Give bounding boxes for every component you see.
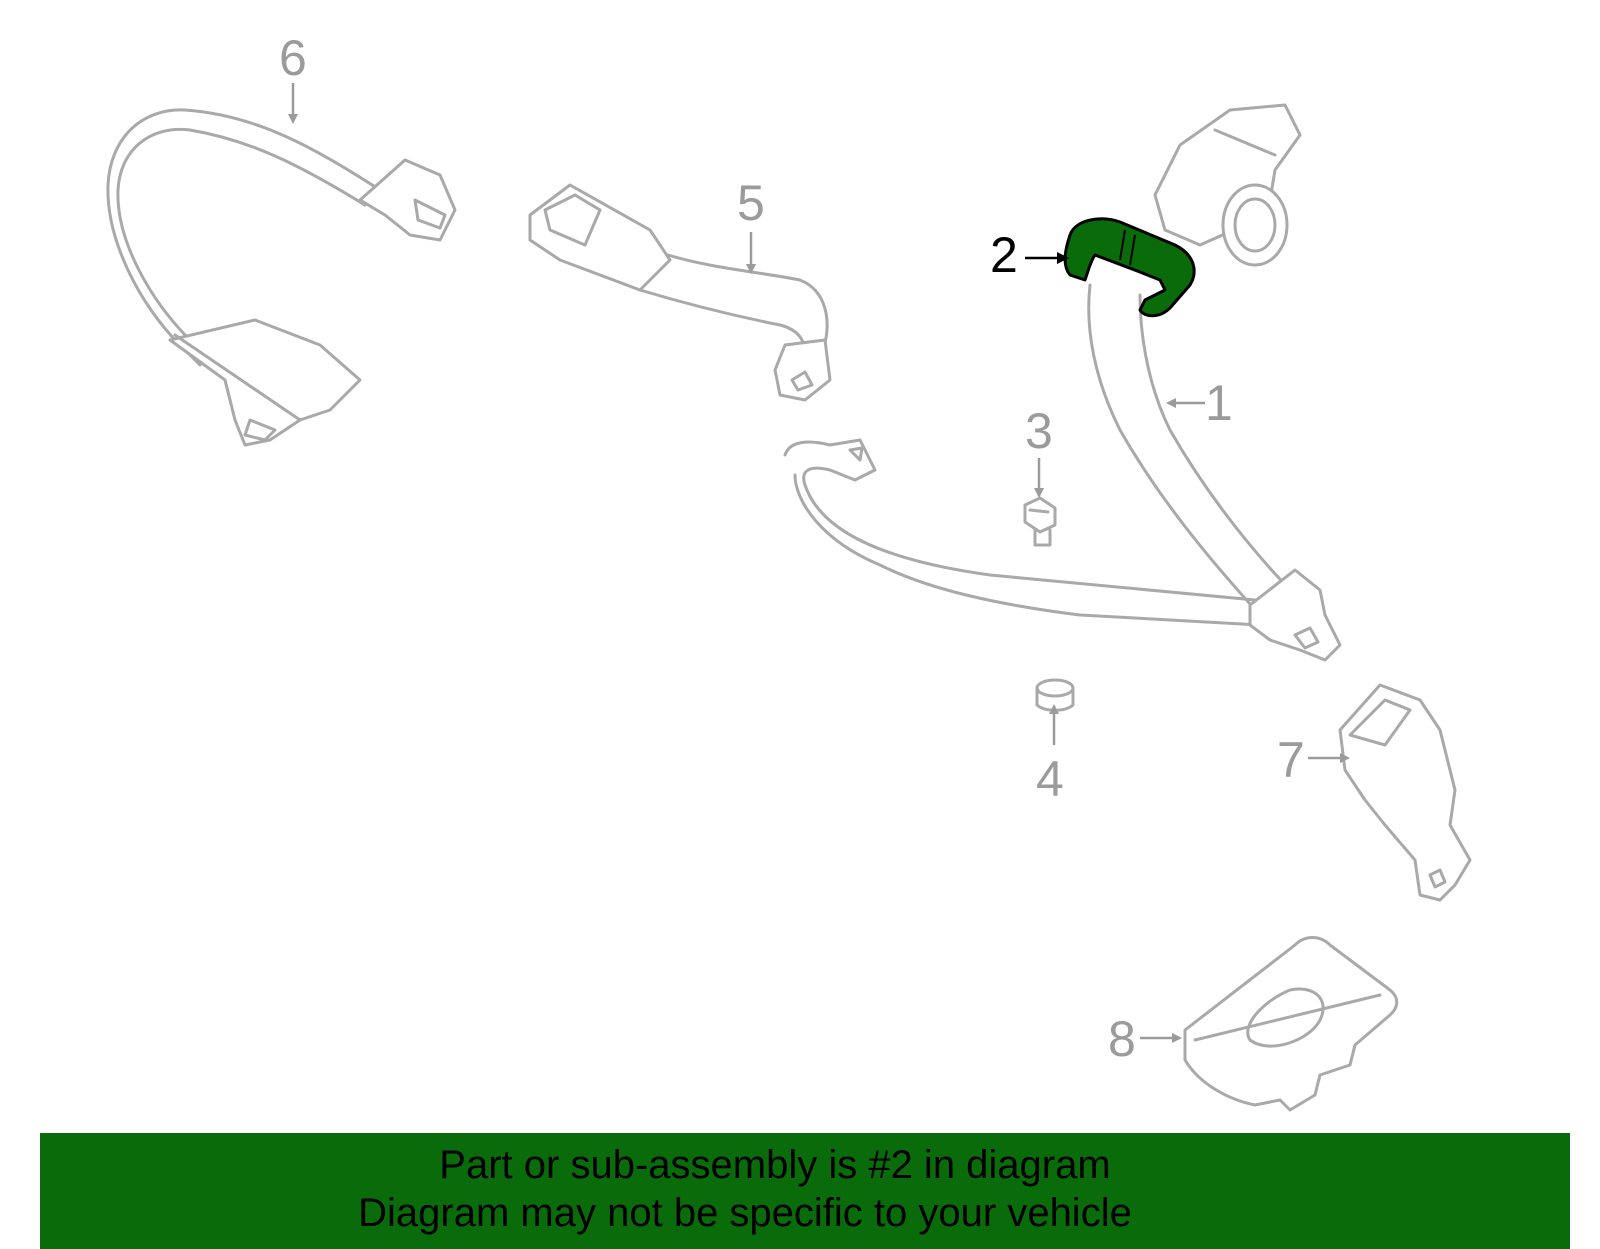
callout-7: 7 <box>1277 732 1350 788</box>
callout-3: 3 <box>1025 403 1053 498</box>
parts-diagram: 1 2 3 4 5 6 7 8 <box>106 30 1472 1112</box>
part-1-belt-retractor <box>783 103 1342 662</box>
banner-line-2: Diagram may not be specific to your vehi… <box>358 1191 1132 1235</box>
svg-text:3: 3 <box>1025 403 1053 459</box>
part-4-nut <box>1035 678 1075 712</box>
info-banner: Part or sub-assembly is #2 in diagram Di… <box>40 1133 1570 1249</box>
svg-text:1: 1 <box>1205 375 1233 431</box>
svg-text:2: 2 <box>990 227 1018 283</box>
callout-5: 5 <box>737 175 765 274</box>
part-7-buckle-receiver <box>1338 683 1472 902</box>
part-8-cover <box>1183 936 1399 1112</box>
part-6-belt-assembly <box>106 108 457 447</box>
svg-text:5: 5 <box>737 175 765 231</box>
callout-8: 8 <box>1108 1011 1182 1067</box>
part-3-bolt <box>1023 496 1057 547</box>
svg-text:8: 8 <box>1108 1011 1136 1067</box>
callout-4: 4 <box>1036 704 1064 807</box>
svg-text:7: 7 <box>1277 732 1305 788</box>
svg-text:6: 6 <box>279 30 307 86</box>
callout-2: 2 <box>990 227 1069 283</box>
part-2-belt-guide <box>1063 217 1196 318</box>
part-5-buckle-assembly <box>528 183 832 402</box>
banner-line-1: Part or sub-assembly is #2 in diagram <box>439 1143 1111 1187</box>
callout-6: 6 <box>279 30 307 124</box>
callout-1: 1 <box>1166 375 1233 431</box>
svg-text:4: 4 <box>1036 751 1064 807</box>
